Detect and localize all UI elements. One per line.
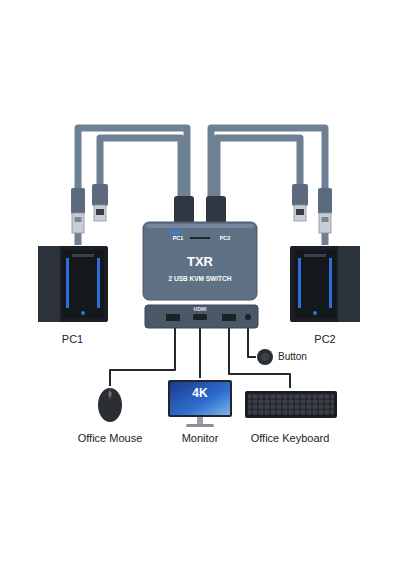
node-label: PC2 (314, 333, 335, 346)
usb-port (222, 314, 236, 321)
node-label: 4K (192, 387, 207, 401)
audio-port (245, 314, 251, 320)
pc-side (38, 246, 60, 322)
usb-plug-metal (72, 213, 84, 233)
led-indicator (170, 231, 180, 234)
node-label: Monitor (182, 432, 219, 445)
pc-light (66, 258, 69, 308)
keyboard-body (245, 391, 337, 418)
node-label: PC1 (173, 235, 184, 241)
hdmi-cable (217, 138, 300, 222)
pc-tower (38, 246, 108, 322)
node-label: HDMI (194, 307, 207, 313)
hdmi-plug-slot (296, 209, 304, 215)
usb-plug-boot (318, 188, 332, 214)
usb-plug-slot (322, 217, 329, 222)
switch-slot (190, 237, 210, 239)
node-label: Office Keyboard (251, 432, 330, 445)
drive-bay (304, 254, 326, 257)
hdmi-plug-slot (96, 209, 104, 215)
hdmi-plug-boot (292, 184, 308, 206)
device-cable (248, 328, 256, 357)
pc-side (338, 246, 360, 322)
hdmi-cable (100, 138, 181, 222)
pc-light (97, 258, 100, 308)
back-panel (145, 305, 258, 328)
device-cable (199, 328, 201, 378)
mouse-seam (110, 388, 111, 399)
usb-plug-slot (75, 217, 82, 222)
pc-tower (290, 246, 360, 322)
pc-front (294, 250, 336, 318)
keyboard-device: Office Keyboard (240, 388, 340, 445)
switch-back-panel: HDMI (145, 305, 258, 328)
monitor-base (186, 424, 214, 427)
hdmi-plug-metal (94, 205, 106, 221)
pc-unit: PC1 (35, 245, 110, 345)
switch-highlight (146, 224, 254, 228)
keyboard-keys (248, 394, 334, 415)
pc-unit: PC2 (288, 245, 362, 345)
button-top (261, 353, 269, 361)
hdmi-plug-boot (92, 184, 108, 206)
switch-body (143, 222, 257, 300)
cable-boot (206, 196, 226, 224)
pc-light (298, 258, 301, 308)
monitor-bezel (168, 380, 232, 417)
node-label: Office Mouse (78, 432, 143, 445)
pc-light (329, 258, 332, 308)
usb-plug-metal (319, 213, 331, 233)
switch-button: Button (256, 348, 330, 366)
node-label: TXR (187, 255, 213, 270)
button-puck (257, 349, 273, 365)
usb-plug-boot (71, 188, 85, 214)
hdmi-port (193, 314, 207, 320)
node-label: Button (278, 351, 307, 363)
monitor-screen (170, 382, 230, 415)
mouse-body (98, 388, 122, 422)
usb-port (166, 314, 180, 321)
drive-bay (72, 254, 94, 257)
hdmi-plug-metal (294, 205, 306, 221)
power-button (313, 311, 317, 315)
monitor-stand (197, 417, 203, 425)
node-label: 2 USB KVM SWITCH (169, 275, 232, 282)
cable-boot (174, 196, 194, 224)
mouse-device: Office Mouse (70, 386, 150, 445)
power-button (81, 311, 85, 315)
node-label: PC1 (62, 333, 83, 346)
pc-front (62, 250, 104, 318)
mouse-wheel (109, 391, 112, 397)
connector-layer (78, 128, 325, 388)
device-cable (110, 328, 175, 386)
node-label: PC2 (220, 235, 231, 241)
kvm-switch: PC1 PC2TXR 2 USB KVM SWITCH (143, 222, 257, 300)
monitor-device: 4K Monitor (165, 378, 235, 445)
